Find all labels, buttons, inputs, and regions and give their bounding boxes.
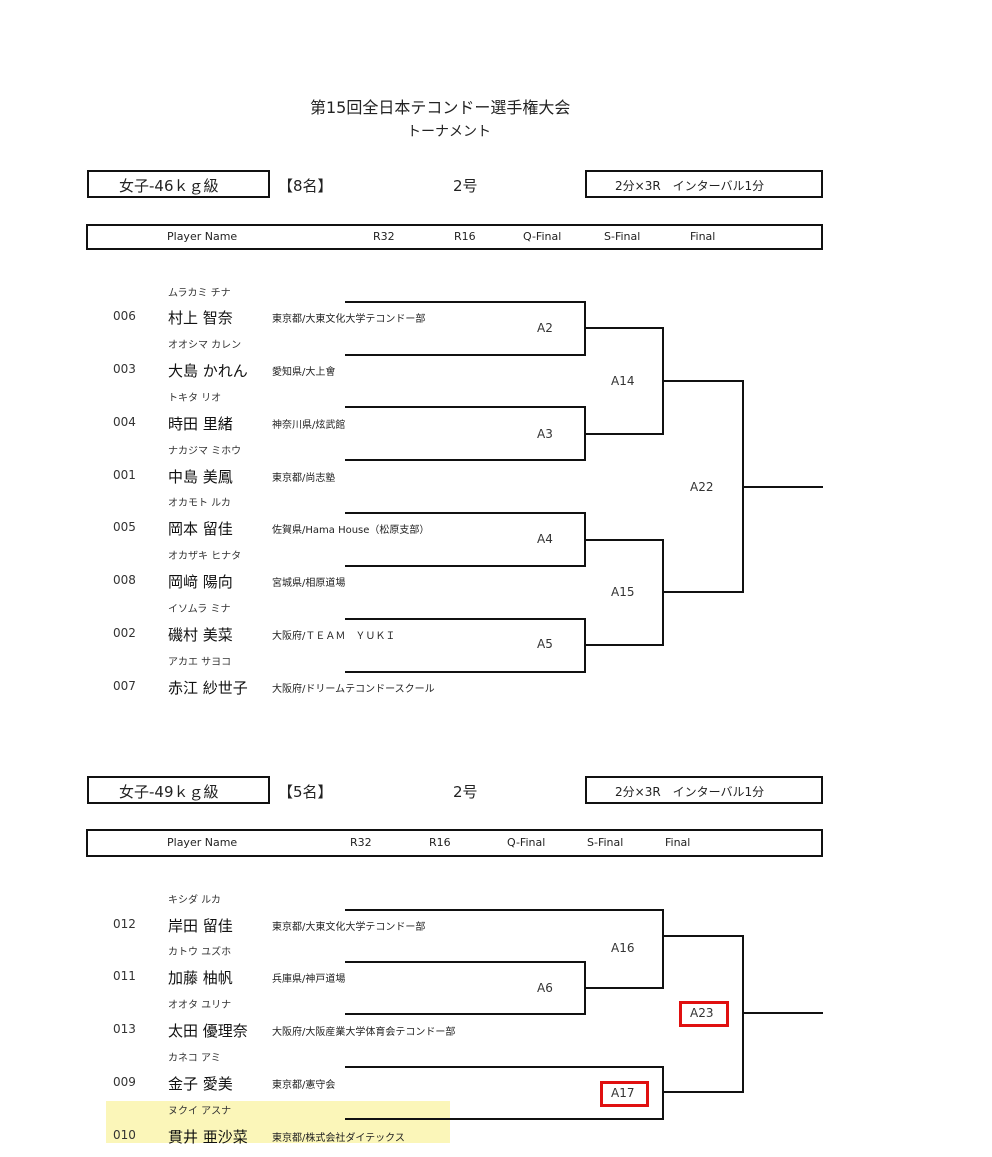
weight-class-label: 女子-46ｋｇ級	[119, 177, 219, 195]
rule-box	[585, 776, 823, 804]
col-r16: R16	[429, 836, 451, 849]
match-label: A23	[690, 1006, 714, 1020]
player-name: 貫井 亜沙菜	[168, 1128, 248, 1146]
player-count: 【8名】	[278, 177, 333, 195]
player-number: 009	[113, 1075, 136, 1089]
rule-box	[585, 170, 823, 198]
weight-class-box	[87, 776, 270, 804]
player-name: 大島 かれん	[168, 362, 248, 380]
player-kana: オカザキ ヒナタ	[168, 551, 242, 562]
player-affiliation: 東京都/株式会社ダイテックス	[272, 1133, 405, 1144]
col-final: Final	[690, 230, 716, 243]
player-affiliation: 東京都/大東文化大学テコンドー部	[272, 922, 426, 933]
player-kana: アカエ サヨコ	[168, 657, 232, 668]
player-number: 013	[113, 1022, 136, 1036]
match-label: A6	[537, 981, 553, 995]
match-label: A17	[611, 1086, 635, 1100]
col-r32: R32	[350, 836, 372, 849]
player-kana: トキタ リオ	[168, 393, 222, 404]
player-name: 磯村 美菜	[168, 626, 233, 644]
player-name: 赤江 紗世子	[168, 679, 248, 697]
match-label: A2	[537, 321, 553, 335]
player-name: 太田 優理奈	[168, 1022, 248, 1040]
player-number: 006	[113, 309, 136, 323]
weight-class-box	[87, 170, 270, 198]
player-affiliation: 兵庫県/神戸道場	[272, 974, 346, 985]
player-affiliation: 大阪府/ドリームテコンドースクール	[272, 684, 435, 695]
player-number: 003	[113, 362, 136, 376]
player-number: 010	[113, 1128, 136, 1142]
player-kana: ナカジマ ミホウ	[168, 446, 242, 457]
player-name: 岡本 留佳	[168, 520, 233, 538]
weight-class-label: 女子-49ｋｇ級	[119, 783, 219, 801]
player-affiliation: 宮城県/相原道場	[272, 578, 346, 589]
player-number: 005	[113, 520, 136, 534]
player-affiliation: 大阪府/ＴＥＡＭ ＹＵＫＩ	[272, 631, 396, 642]
player-name: 加藤 柚帆	[168, 969, 233, 987]
col-final: Final	[665, 836, 691, 849]
player-name: 金子 愛美	[168, 1075, 233, 1093]
player-kana: オオシマ カレン	[168, 340, 242, 351]
player-name: 岸田 留佳	[168, 917, 233, 935]
player-kana: ムラカミ チナ	[168, 288, 231, 299]
player-kana: オカモト ルカ	[168, 498, 231, 509]
col-q-final: Q-Final	[507, 836, 546, 849]
player-kana: ヌクイ アスナ	[168, 1106, 232, 1117]
player-number: 004	[113, 415, 136, 429]
player-affiliation: 愛知県/大上會	[272, 367, 336, 378]
page-subtitle: トーナメント	[407, 124, 491, 140]
match-label: A14	[611, 374, 635, 388]
col-player-name: Player Name	[167, 230, 238, 243]
player-kana: カトウ ユズホ	[168, 947, 232, 958]
court-label: 2号	[453, 783, 478, 801]
player-affiliation: 大阪府/大阪産業大学体育会テコンドー部	[272, 1027, 456, 1038]
col-s-final: S-Final	[587, 836, 624, 849]
player-name: 村上 智奈	[168, 309, 233, 327]
match-label: A15	[611, 585, 635, 599]
player-kana: イソムラ ミナ	[168, 604, 231, 615]
page-title: 第15回全日本テコンドー選手権大会	[310, 98, 571, 117]
match-label: A4	[537, 532, 553, 546]
row-highlight	[106, 1101, 450, 1143]
match-label: A3	[537, 427, 553, 441]
player-number: 007	[113, 679, 136, 693]
match-label: A22	[690, 480, 714, 494]
col-player-name: Player Name	[167, 836, 238, 849]
player-kana: オオタ ユリナ	[168, 1000, 232, 1011]
player-number: 012	[113, 917, 136, 931]
player-kana: キシダ ルカ	[168, 895, 221, 906]
player-number: 001	[113, 468, 136, 482]
player-affiliation: 東京都/憲守会	[272, 1080, 336, 1091]
highlight-box	[600, 1081, 649, 1107]
player-affiliation: 佐賀県/Hama House（松原支部）	[272, 525, 430, 536]
col-r16: R16	[454, 230, 476, 243]
player-name: 時田 里緒	[168, 415, 233, 433]
player-name: 中島 美鳳	[168, 468, 233, 486]
col-s-final: S-Final	[604, 230, 641, 243]
col-q-final: Q-Final	[523, 230, 562, 243]
match-rule: 2分×3R インターバル1分	[615, 179, 765, 193]
player-affiliation: 東京都/大東文化大学テコンドー部	[272, 314, 426, 325]
column-header-bar	[86, 829, 823, 857]
column-header-bar	[86, 224, 823, 250]
player-number: 011	[113, 969, 136, 983]
match-label: A5	[537, 637, 553, 651]
player-name: 岡﨑 陽向	[168, 573, 233, 591]
col-r32: R32	[373, 230, 395, 243]
player-affiliation: 東京都/尚志塾	[272, 473, 336, 484]
match-rule: 2分×3R インターバル1分	[615, 785, 765, 799]
player-number: 002	[113, 626, 136, 640]
court-label: 2号	[453, 177, 478, 195]
player-count: 【5名】	[278, 783, 333, 801]
player-number: 008	[113, 573, 136, 587]
highlight-box	[679, 1001, 729, 1027]
match-label: A16	[611, 941, 635, 955]
player-affiliation: 神奈川県/炫武館	[272, 420, 346, 431]
player-kana: カネコ アミ	[168, 1053, 221, 1064]
